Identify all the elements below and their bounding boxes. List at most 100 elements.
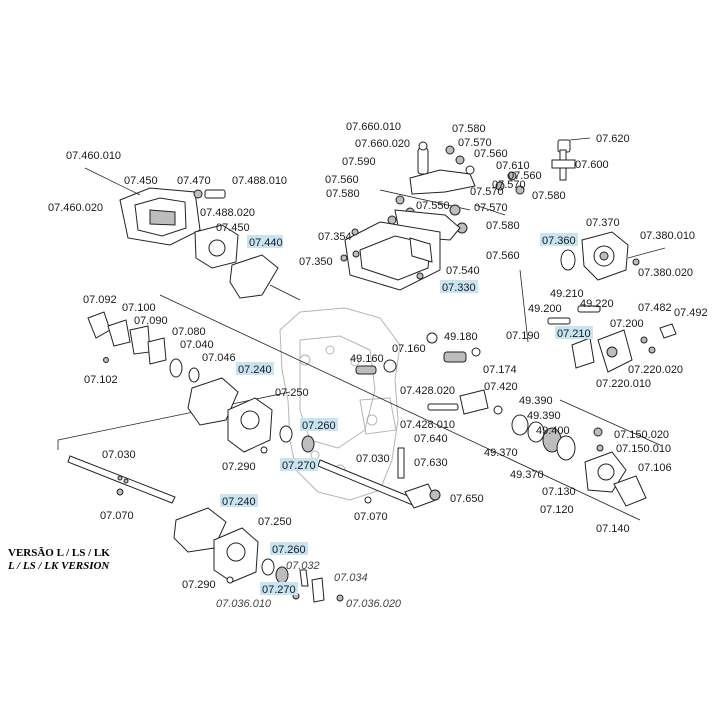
part-label: 07.460.020 <box>48 202 103 214</box>
part-label: 07.220.010 <box>596 378 651 390</box>
part-label: 07.450 <box>124 175 158 187</box>
lower-cover-07240 <box>173 507 344 603</box>
gasket-07440 <box>229 254 279 299</box>
part-label-variant: 07.032 <box>286 560 320 572</box>
part-label: 07.250 <box>275 387 309 399</box>
part-label: 07.380.010 <box>640 230 695 242</box>
lever-07600 <box>551 137 591 181</box>
highlighted-labels: 07.440 07.360 07.330 07.210 07.240 07.26… <box>220 233 593 596</box>
part-label: 07.460.010 <box>66 150 121 162</box>
version-note-pt: VERSÃO L / LS / LK <box>8 547 110 559</box>
part-label: 07.092 <box>83 294 117 306</box>
part-label: 07.630 <box>414 457 448 469</box>
housing-07450 <box>84 167 239 269</box>
part-label: 07.140 <box>596 523 630 535</box>
part-label: 07.040 <box>180 339 214 351</box>
part-label: 07.106 <box>638 462 672 474</box>
part-label: 07.428.010 <box>400 419 455 431</box>
part-label-highlighted: 07.240 <box>238 364 272 376</box>
part-label: 07.420 <box>484 381 518 393</box>
part-label: 07.560 <box>508 170 542 182</box>
part-label: 07.610 <box>496 160 530 172</box>
highlight-box <box>247 235 283 248</box>
part-label: 07.150.010 <box>616 443 671 455</box>
part-label: 07.580 <box>532 190 566 202</box>
part-label: 07.560 <box>325 174 359 186</box>
part-label: 07.030 <box>102 449 136 461</box>
version-note: VERSÃO L / LS / LK L / LS / LK VERSION <box>7 547 110 572</box>
part-label: 07.488.020 <box>200 207 255 219</box>
part-label: 07.550 <box>416 200 450 212</box>
part-label: 07.174 <box>483 364 517 376</box>
mid-parts <box>355 332 503 415</box>
part-label-highlighted: 07.260 <box>272 544 306 556</box>
part-label-highlighted: 07.240 <box>222 496 256 508</box>
part-label: 07.570 <box>474 202 508 214</box>
upper-cover-07240 <box>187 377 315 454</box>
part-label: 07.354 <box>318 231 352 243</box>
valve-block-07220 <box>547 305 677 373</box>
part-label: 07.428.020 <box>400 385 455 397</box>
part-label: 07.380.020 <box>638 267 693 279</box>
spring-stack <box>511 414 647 507</box>
highlight-box <box>220 494 258 507</box>
highlight-box <box>236 362 274 375</box>
part-label: 07.570 <box>470 186 504 198</box>
part-label: 07.160 <box>392 343 426 355</box>
part-label: 07.492 <box>674 307 708 319</box>
part-label: 07.070 <box>354 511 388 523</box>
highlight-box <box>540 233 578 246</box>
part-label: 49.200 <box>528 303 562 315</box>
highlight-box <box>280 458 318 471</box>
part-label: 07.560 <box>474 148 508 160</box>
highlight-box <box>440 280 478 293</box>
part-labels: 07.660.010 07.580 07.660.020 07.570 07.6… <box>48 121 708 591</box>
part-label-highlighted: 07.260 <box>302 420 336 432</box>
part-label-variant: 07.034 <box>334 572 368 584</box>
part-label: 07.540 <box>446 265 480 277</box>
part-label: 07.580 <box>452 123 486 135</box>
part-label: 07.620 <box>596 133 630 145</box>
part-label: 07.070 <box>100 510 134 522</box>
part-label: 07.150.020 <box>614 429 669 441</box>
part-label: 49.370 <box>510 469 544 481</box>
part-label: 07.350 <box>299 256 333 268</box>
part-label: 07.470 <box>177 175 211 187</box>
part-label: 07.100 <box>122 302 156 314</box>
highlight-box <box>300 418 338 431</box>
part-label: 07.660.010 <box>346 121 401 133</box>
part-label: 07.640 <box>414 433 448 445</box>
part-label-highlighted: 07.270 <box>282 460 316 472</box>
part-label: 07.370 <box>586 217 620 229</box>
part-label: 07.080 <box>172 326 206 338</box>
part-label: 07.046 <box>202 352 236 364</box>
part-label: 07.130 <box>542 486 576 498</box>
pump-07370 <box>560 231 666 281</box>
variant-labels: 07.032 07.034 07.036.010 07.036.020 <box>216 560 402 610</box>
part-label: 07.570 <box>492 179 526 191</box>
part-label: 07.290 <box>182 579 216 591</box>
shift-lever-assembly <box>387 141 525 241</box>
part-label: 07.090 <box>134 315 168 327</box>
part-label: 49.370 <box>484 447 518 459</box>
highlight-box <box>260 582 298 595</box>
shaft-07030-left <box>67 455 176 504</box>
part-label: 07.190 <box>506 330 540 342</box>
part-label-highlighted: 07.360 <box>542 235 576 247</box>
part-label: 07.030 <box>356 453 390 465</box>
part-label: 49.400 <box>536 425 570 437</box>
part-label: 07.102 <box>84 374 118 386</box>
part-label: 49.210 <box>550 288 584 300</box>
part-label: 07.200 <box>610 318 644 330</box>
part-label: 49.390 <box>527 410 561 422</box>
part-label: 07.450 <box>216 222 250 234</box>
part-label: 07.600 <box>575 159 609 171</box>
shaft-07030-center <box>317 447 441 509</box>
part-label: 07.120 <box>540 504 574 516</box>
part-label: 07.482 <box>638 302 672 314</box>
part-label: 07.250 <box>258 516 292 528</box>
part-label-highlighted: 07.330 <box>442 282 476 294</box>
part-label: 07.220.020 <box>628 364 683 376</box>
part-label-highlighted: 07.440 <box>249 237 283 249</box>
